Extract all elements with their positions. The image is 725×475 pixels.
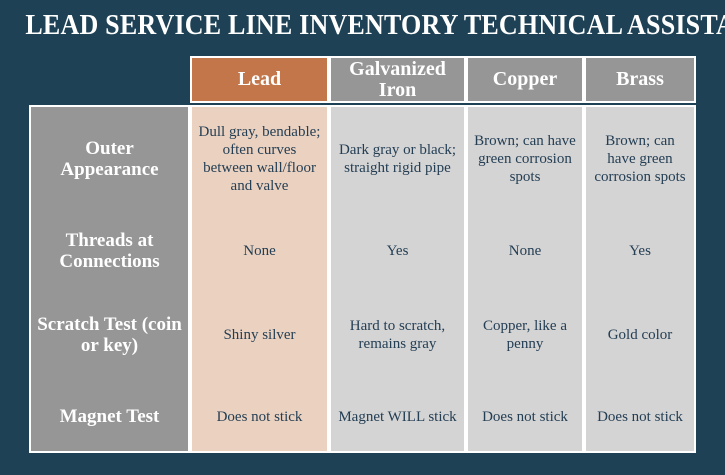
- cell-brass-outer-appearance: Brown; can have green corrosion spots: [594, 133, 686, 185]
- cell-galvanized-iron-threads: Yes: [386, 243, 409, 259]
- row-label-threads-at-connections: Threads at Connections: [59, 230, 160, 272]
- column-header-brass[interactable]: Brass: [584, 56, 696, 103]
- column-header-copper[interactable]: Copper: [466, 56, 584, 103]
- data-column-galvanized-iron: Dark gray or black; straight rigid pipe …: [329, 105, 466, 453]
- comparison-table: Lead Galvanized Iron Copper Brass Outer …: [29, 56, 696, 453]
- row-label-magnet-test: Magnet Test: [59, 406, 160, 427]
- data-column-brass: Brown; can have green corrosion spots Ye…: [584, 105, 696, 453]
- column-header-label: Galvanized Iron: [349, 57, 446, 101]
- cell-lead-magnet-test: Does not stick: [216, 408, 303, 425]
- cell-galvanized-iron-magnet-test: Magnet WILL stick: [338, 408, 457, 425]
- cell-galvanized-iron-scratch-test: Hard to scratch, remains gray: [349, 317, 446, 352]
- column-header-label: Brass: [616, 68, 664, 90]
- data-column-copper: Brown; can have green corrosion spots No…: [466, 105, 584, 453]
- cell-brass-magnet-test: Does not stick: [597, 408, 683, 425]
- cell-copper-scratch-test: Copper, like a penny: [483, 317, 567, 352]
- cell-copper-outer-appearance: Brown; can have green corrosion spots: [474, 133, 576, 185]
- column-header-label: Copper: [492, 68, 558, 90]
- row-label-column: Outer Appearance Threads at Connections …: [29, 105, 190, 453]
- row-label-scratch-test: Scratch Test (coin or key): [37, 313, 182, 356]
- cell-lead-scratch-test: Shiny silver: [223, 326, 296, 343]
- row-label-outer-appearance: Outer Appearance: [60, 138, 159, 180]
- column-header-label: Lead: [237, 68, 282, 90]
- cell-lead-outer-appearance: Dull gray, bendable; often curves betwee…: [198, 124, 321, 194]
- cell-brass-scratch-test: Gold color: [607, 326, 673, 343]
- column-header-galvanized-iron[interactable]: Galvanized Iron: [329, 56, 466, 103]
- data-column-lead: Dull gray, bendable; often curves betwee…: [190, 105, 329, 453]
- page-title: LEAD SERVICE LINE INVENTORY TECHNICAL AS…: [25, 10, 725, 41]
- cell-copper-magnet-test: Does not stick: [482, 408, 568, 425]
- table-header-row: Lead Galvanized Iron Copper Brass: [190, 56, 696, 103]
- cell-brass-threads: Yes: [629, 243, 651, 259]
- cell-lead-threads: None: [243, 243, 276, 259]
- column-header-lead[interactable]: Lead: [190, 56, 329, 103]
- cell-galvanized-iron-outer-appearance: Dark gray or black; straight rigid pipe: [338, 142, 457, 176]
- cell-copper-threads: None: [508, 243, 542, 259]
